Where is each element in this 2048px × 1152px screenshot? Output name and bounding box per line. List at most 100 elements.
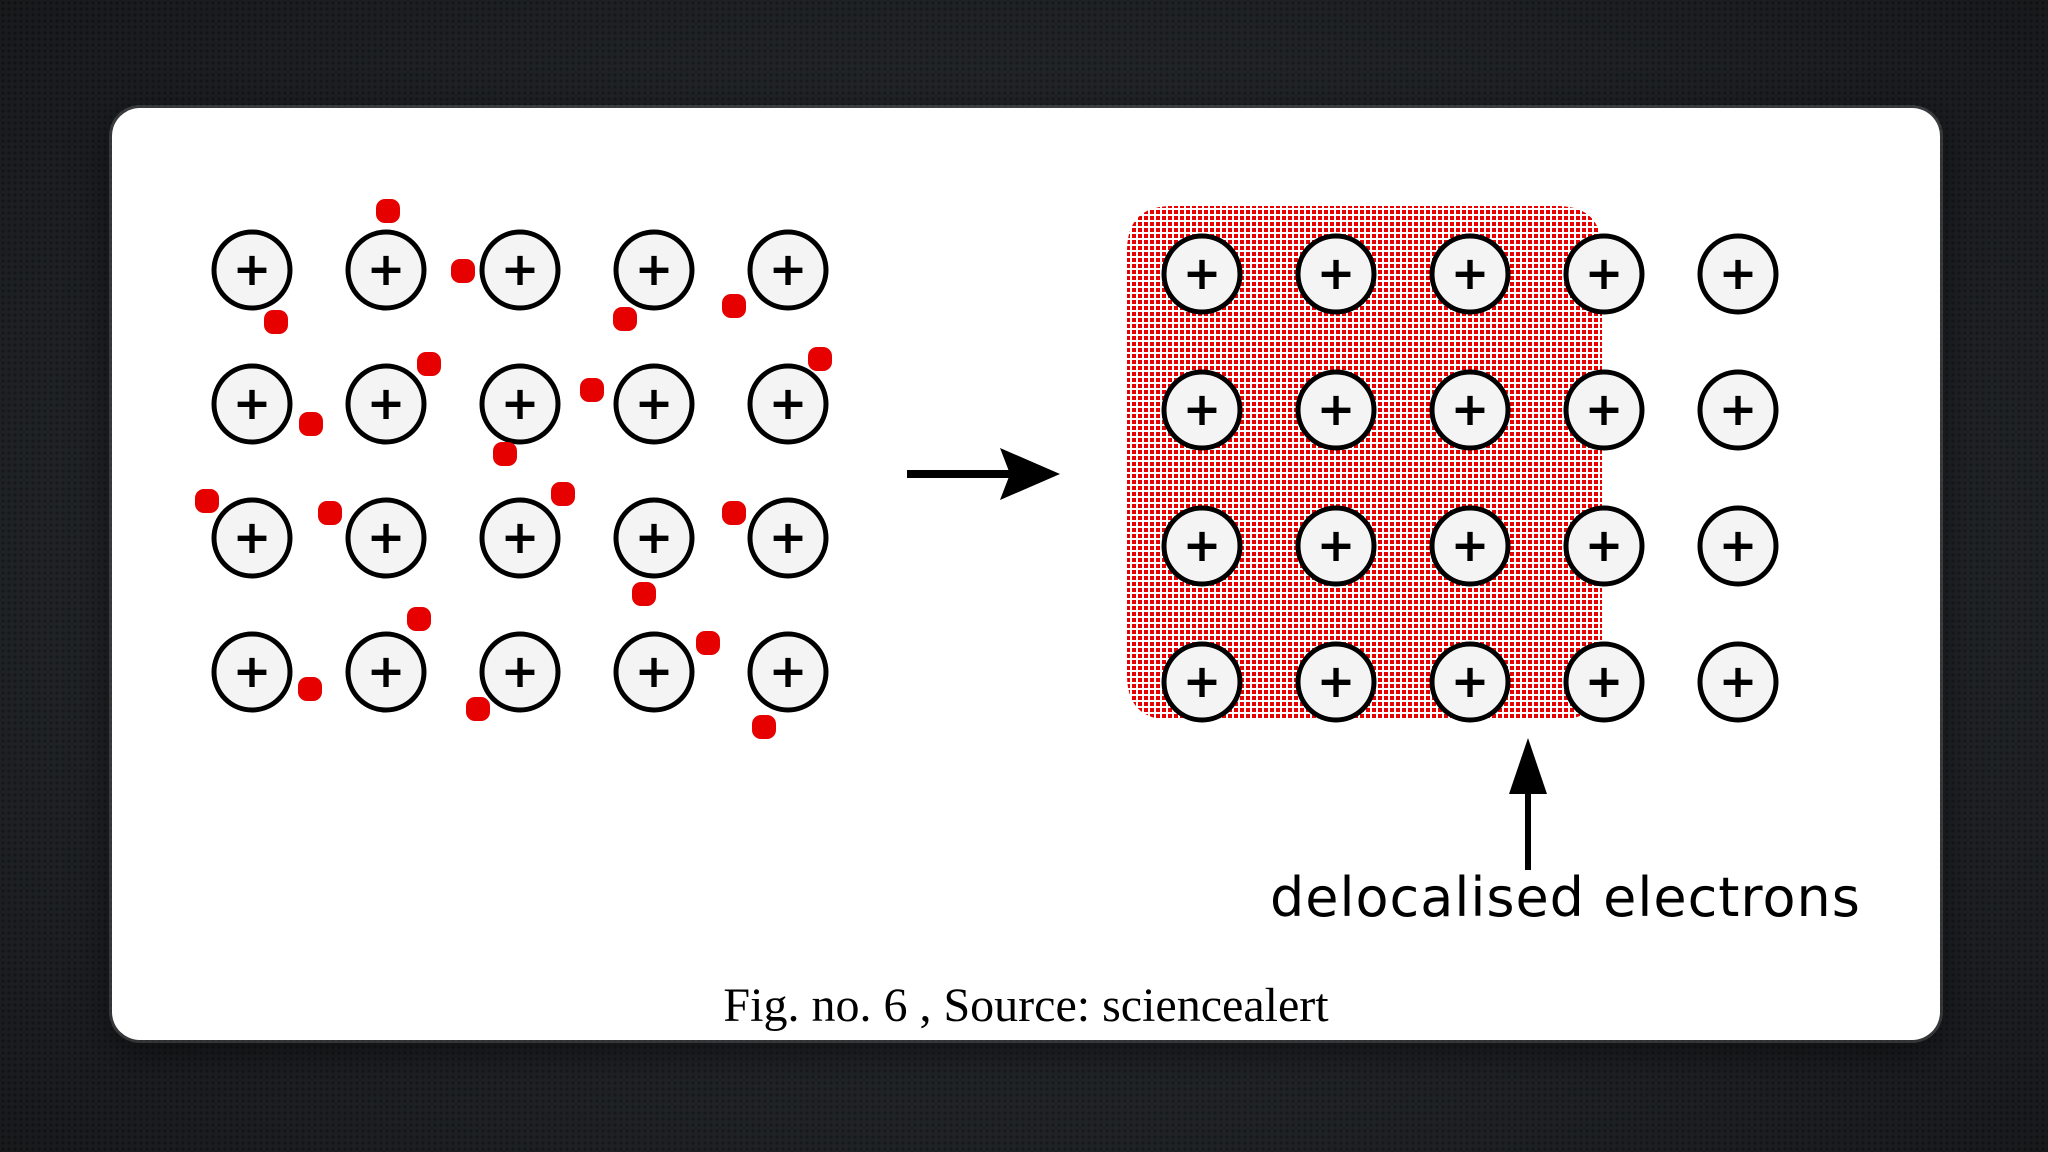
transition-arrow bbox=[907, 448, 1060, 500]
positive-ion-symbol: + bbox=[1317, 518, 1356, 572]
positive-ion-symbol: + bbox=[1183, 246, 1222, 300]
right-lattice-delocalized-electrons: + + + + + + + + + + + + + + + + + + + + bbox=[1161, 233, 1779, 723]
positive-ion: + bbox=[1161, 233, 1243, 315]
positive-ion: + bbox=[747, 229, 829, 311]
positive-ion: + bbox=[1563, 641, 1645, 723]
electron bbox=[466, 697, 490, 721]
positive-ion: + bbox=[613, 363, 695, 445]
positive-ion: + bbox=[1697, 505, 1779, 587]
positive-ion-symbol: + bbox=[1451, 518, 1490, 572]
positive-ion-symbol: + bbox=[769, 510, 808, 564]
positive-ion: + bbox=[211, 363, 293, 445]
positive-ion: + bbox=[613, 229, 695, 311]
positive-ion: + bbox=[345, 229, 427, 311]
positive-ion-symbol: + bbox=[1719, 518, 1758, 572]
positive-ion-symbol: + bbox=[635, 376, 674, 430]
positive-ion-symbol: + bbox=[635, 644, 674, 698]
positive-ion: + bbox=[1697, 641, 1779, 723]
positive-ion: + bbox=[211, 497, 293, 579]
positive-ion: + bbox=[479, 363, 561, 445]
positive-ion-symbol: + bbox=[233, 242, 272, 296]
positive-ion: + bbox=[1295, 369, 1377, 451]
electron bbox=[318, 501, 342, 525]
callout-arrow bbox=[1509, 738, 1547, 870]
electron bbox=[264, 310, 288, 334]
positive-ion-symbol: + bbox=[367, 644, 406, 698]
positive-ion: + bbox=[613, 497, 695, 579]
positive-ion-symbol: + bbox=[501, 376, 540, 430]
positive-ion-symbol: + bbox=[233, 644, 272, 698]
positive-ion-symbol: + bbox=[233, 510, 272, 564]
positive-ion: + bbox=[1697, 369, 1779, 451]
positive-ion: + bbox=[479, 497, 561, 579]
positive-ion: + bbox=[613, 631, 695, 713]
positive-ion: + bbox=[211, 631, 293, 713]
positive-ion-symbol: + bbox=[367, 510, 406, 564]
positive-ion: + bbox=[1161, 505, 1243, 587]
positive-ion: + bbox=[1429, 369, 1511, 451]
positive-ion: + bbox=[1295, 233, 1377, 315]
positive-ion: + bbox=[345, 497, 427, 579]
positive-ion-symbol: + bbox=[1451, 654, 1490, 708]
positive-ion-symbol: + bbox=[501, 242, 540, 296]
positive-ion-symbol: + bbox=[769, 644, 808, 698]
positive-ion-symbol: + bbox=[1451, 382, 1490, 436]
positive-ion-symbol: + bbox=[635, 242, 674, 296]
positive-ion-symbol: + bbox=[1585, 654, 1624, 708]
positive-ion-symbol: + bbox=[1317, 654, 1356, 708]
positive-ion-symbol: + bbox=[367, 376, 406, 430]
positive-ion-symbol: + bbox=[1451, 246, 1490, 300]
positive-ion: + bbox=[747, 497, 829, 579]
positive-ion-symbol: + bbox=[1183, 654, 1222, 708]
electron bbox=[417, 352, 441, 376]
positive-ion-symbol: + bbox=[1719, 246, 1758, 300]
electron bbox=[722, 294, 746, 318]
positive-ion-symbol: + bbox=[1585, 518, 1624, 572]
positive-ion-symbol: + bbox=[1585, 246, 1624, 300]
positive-ion-symbol: + bbox=[367, 242, 406, 296]
positive-ion: + bbox=[1429, 641, 1511, 723]
positive-ion-symbol: + bbox=[501, 644, 540, 698]
electron bbox=[493, 442, 517, 466]
positive-ion: + bbox=[1295, 641, 1377, 723]
electron bbox=[299, 412, 323, 436]
positive-ion: + bbox=[479, 229, 561, 311]
electron bbox=[451, 259, 475, 283]
positive-ion: + bbox=[345, 363, 427, 445]
electron bbox=[298, 677, 322, 701]
positive-ion-symbol: + bbox=[1183, 382, 1222, 436]
positive-ion: + bbox=[479, 631, 561, 713]
positive-ion: + bbox=[1161, 369, 1243, 451]
positive-ion: + bbox=[1429, 505, 1511, 587]
delocalised-electrons-label: delocalised electrons bbox=[1270, 866, 1861, 929]
positive-ion: + bbox=[1161, 641, 1243, 723]
electron-sea-region bbox=[1127, 206, 1602, 720]
positive-ion-symbol: + bbox=[233, 376, 272, 430]
positive-ion-symbol: + bbox=[1183, 518, 1222, 572]
positive-ion-symbol: + bbox=[769, 376, 808, 430]
metallic-bonding-diagram: ++++++++++++++++++++ +++++++++++++++++++… bbox=[195, 199, 1779, 870]
electron bbox=[407, 607, 431, 631]
electron bbox=[632, 582, 656, 606]
positive-ion: + bbox=[1697, 233, 1779, 315]
electron bbox=[696, 631, 720, 655]
electron bbox=[580, 378, 604, 402]
positive-ion: + bbox=[747, 631, 829, 713]
positive-ion: + bbox=[1563, 233, 1645, 315]
positive-ion-symbol: + bbox=[1317, 382, 1356, 436]
positive-ion-symbol: + bbox=[501, 510, 540, 564]
figure-caption: Fig. no. 6 , Source: sciencealert bbox=[723, 979, 1329, 1032]
electron bbox=[195, 489, 219, 513]
positive-ion-symbol: + bbox=[635, 510, 674, 564]
positive-ion: + bbox=[1563, 505, 1645, 587]
positive-ion-symbol: + bbox=[1585, 382, 1624, 436]
positive-ion: + bbox=[211, 229, 293, 311]
positive-ion-symbol: + bbox=[1719, 382, 1758, 436]
electron bbox=[808, 347, 832, 371]
positive-ion: + bbox=[1295, 505, 1377, 587]
positive-ion-symbol: + bbox=[1719, 654, 1758, 708]
electron bbox=[752, 715, 776, 739]
positive-ion: + bbox=[747, 363, 829, 445]
positive-ion-symbol: + bbox=[1317, 246, 1356, 300]
positive-ion-symbol: + bbox=[769, 242, 808, 296]
